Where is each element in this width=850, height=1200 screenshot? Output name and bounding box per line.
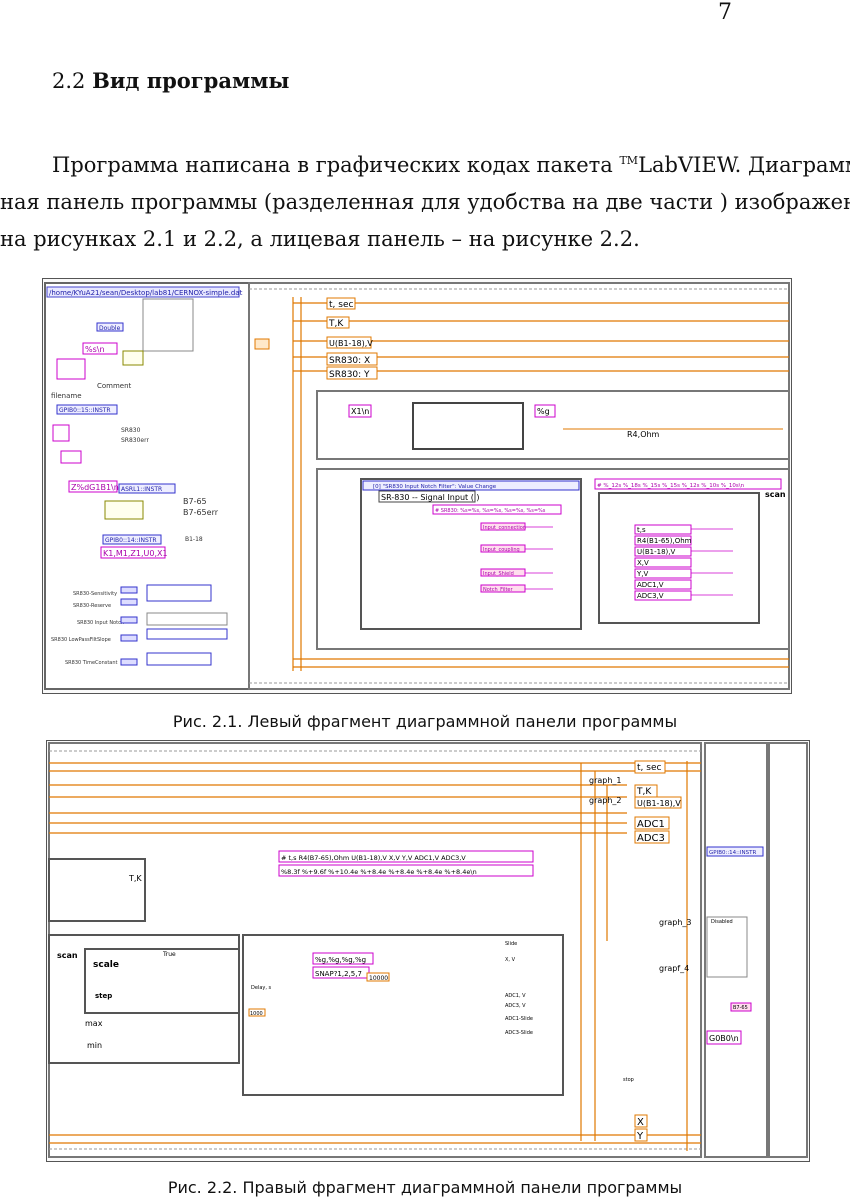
stop-label: stop	[623, 1077, 634, 1083]
paragraph-line-2: ная панель программы (разделенная для уд…	[0, 190, 850, 214]
step-label: step	[95, 992, 112, 1000]
snap-constant: SNAP?1,2,5,7	[315, 970, 362, 978]
b1-18-label: B1-18	[185, 536, 203, 543]
signal-input-label: SR-830 -- Signal Input ( )	[381, 493, 480, 502]
gpib14-constant-2: GPIB0::14::INSTR	[709, 850, 756, 856]
b7-65err-label: B7-65err	[183, 508, 219, 517]
ub1-constant: U(B1-18),V	[637, 548, 675, 556]
gpib14-constant: GPIB0::14::INSTR	[105, 537, 157, 544]
scan-label: scan	[765, 490, 786, 499]
g0b0-constant: G0B0\n	[709, 1034, 739, 1043]
x-indicator: X	[637, 1117, 644, 1128]
section-title: Вид программы	[92, 68, 290, 93]
tk-small-label: T,K	[128, 874, 142, 883]
notch-label: SR830 Input Notch	[77, 620, 124, 626]
sr830-indicator-label: SR830	[121, 427, 141, 434]
sr830-format-constant: # SR830: %s=%s, %s=%s, %s=%s, %s=%s	[435, 508, 546, 514]
sensitivity-label: SR830-Sensitivity	[73, 591, 117, 597]
t-k-indicator-2: T,K	[636, 787, 652, 797]
lowpass-label: SR830 LowPassFiltSlope	[51, 637, 111, 643]
sr830y-indicator: SR830: Y	[329, 370, 370, 380]
ts-constant: t,s	[637, 526, 646, 534]
asrl-constant: ASRL1::INSTR	[121, 486, 162, 493]
event-case-label: [0] "SR830 Input Notch Filter": Value Ch…	[373, 484, 497, 490]
sr830err-label: SR830err	[121, 437, 149, 444]
u-b1-indicator: U(B1-18),V	[329, 339, 373, 348]
section-number: 2.2	[52, 69, 86, 93]
double-constant: Double	[99, 325, 121, 332]
page-number: 7	[718, 0, 732, 25]
paragraph-line-3: на рисунках 2.1 и 2.2, а лицевая панель …	[0, 227, 640, 251]
adc1-indicator: ADC1	[637, 819, 665, 830]
pct-g4-constant: %g,%g,%g,%g	[315, 956, 366, 964]
xv-constant: X,V	[637, 559, 649, 567]
labview-diagram-right: t, sec T,K U(B1-18),V ADC1 ADC3 graph_1 …	[48, 742, 808, 1158]
header-format-constant: # %_12s %_18s %_15s %_15s %_12s %_10s %_…	[597, 483, 745, 489]
true-case-label: True	[162, 951, 176, 958]
adc3-indicator: ADC3	[637, 833, 665, 844]
slide-label: Slide	[505, 941, 517, 947]
sr830x-indicator: SR830: X	[329, 356, 370, 366]
n10000-constant: 10000	[369, 975, 388, 982]
adc3v-label: ADC3, V	[505, 1003, 526, 1009]
t-k-indicator: T,K	[328, 319, 344, 329]
t-sec-indicator: t, sec	[329, 300, 353, 310]
paragraph-line-1: Программа написана в графических кодах п…	[52, 153, 850, 177]
notch-filter-label: Notch_Filter	[483, 587, 514, 593]
x1n-constant: X1\n	[351, 407, 369, 416]
r4ohm-label: R4,Ohm	[627, 430, 660, 439]
pct-g-constant: %g	[537, 407, 550, 416]
graph2-label: graph_2	[589, 796, 622, 805]
adc3-constant: ADC3,V	[637, 592, 664, 600]
section-heading: 2.2 Вид программы	[52, 68, 289, 93]
adc1v-label: ADC1, V	[505, 993, 526, 999]
disabled-label: Disabled	[711, 919, 733, 925]
figure-2-2: t, sec T,K U(B1-18),V ADC1 ADC3 graph_1 …	[46, 740, 810, 1162]
yv-constant: Y,V	[636, 570, 649, 578]
input-coupling-label: Input_coupling	[483, 547, 520, 553]
adc3slide-label: ADC3-Slide	[505, 1030, 533, 1036]
delay-label: Delay, s	[251, 985, 272, 991]
u-b1-indicator-2: U(B1-18),V	[637, 799, 681, 808]
comment-label: Comment	[97, 382, 132, 390]
format-string-constant-2: %8.3f %+9.6f %+10.4e %+8.4e %+8.4e %+8.4…	[281, 868, 477, 876]
header-string-constant: # t,s R4(B7-65),Ohm U(B1-18),V X,V Y,V A…	[281, 854, 466, 862]
adc1-constant: ADC1,V	[637, 581, 664, 589]
labview-diagram-left: /home/KYuA21/sean/Desktop/lab81/CERNOX-s…	[44, 282, 790, 690]
filename-label: filename	[51, 392, 82, 400]
graph4-label: grapf_4	[659, 964, 689, 973]
max-label: max	[85, 1019, 103, 1028]
b7-65-label-2: B7-65	[733, 1005, 748, 1011]
body-paragraph: Программа написана в графических кодах п…	[0, 142, 850, 258]
trademark-mark: TM	[619, 154, 639, 167]
r4b7-constant: R4(B1-65),Ohm	[637, 537, 692, 545]
b7-65-label: B7-65	[183, 497, 207, 506]
k1-constant: K1,M1,Z1,U0,X1	[103, 549, 168, 558]
figure-2-2-caption: Рис. 2.2. Правый фрагмент диаграммной па…	[167, 1178, 683, 1197]
figure-2-1: /home/KYuA21/sean/Desktop/lab81/CERNOX-s…	[42, 278, 792, 694]
scan-label-2: scan	[57, 951, 78, 960]
graph3-label: graph_3	[659, 918, 692, 927]
figure-2-1-caption: Рис. 2.1. Левый фрагмент диаграммной пан…	[172, 712, 678, 731]
adc1slide-label: ADC1-Slide	[505, 1016, 533, 1022]
min-label: min	[87, 1041, 102, 1050]
input-conn-label: Input_connection	[483, 525, 526, 531]
n1000-constant: 1000	[250, 1011, 263, 1017]
gpib15-constant: GPIB0::15::INSTR	[59, 407, 111, 414]
graph1-label: graph_1	[589, 776, 622, 785]
y-indicator: Y	[636, 1131, 644, 1142]
format-string-constant: %s\n	[85, 345, 105, 354]
t-sec-indicator-2: t, sec	[637, 763, 661, 773]
z-format-constant: Z%dG1B1\n	[71, 483, 119, 492]
timeconst-label: SR830 TimeConstant	[65, 660, 118, 666]
input-shield-label: Input_Shield	[483, 571, 514, 577]
reserve-label: SR830-Reserve	[73, 603, 111, 609]
file-path-constant: /home/KYuA21/sean/Desktop/lab81/CERNOX-s…	[49, 289, 243, 297]
xv-label: X, V	[505, 957, 516, 963]
scale-label: scale	[93, 960, 119, 970]
